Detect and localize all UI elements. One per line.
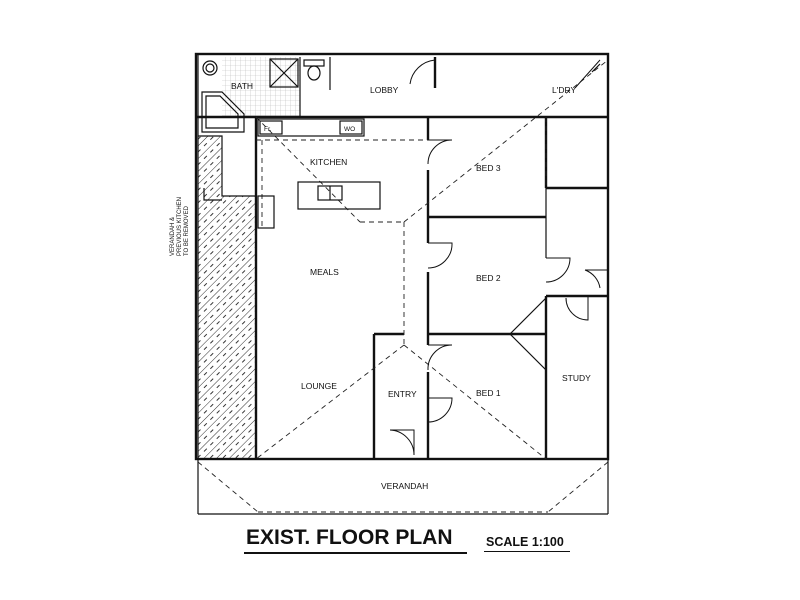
basin	[202, 60, 218, 76]
room-labels: BATH LOBBY L'DRY Fr. WO KITCHEN BED 3 ME…	[231, 81, 591, 491]
removal-hatch-area	[198, 135, 256, 460]
interior-walls	[196, 57, 609, 515]
plan-title: EXIST. FLOOR PLAN	[246, 526, 453, 549]
label-lobby: LOBBY	[370, 85, 399, 95]
doors	[389, 59, 608, 456]
dashed-roof-lines	[197, 59, 609, 513]
label-bed1: BED 1	[476, 388, 501, 398]
label-entry: ENTRY	[388, 389, 417, 399]
outer-walls	[194, 52, 610, 461]
toilet	[303, 59, 325, 67]
kitchen-island	[297, 181, 381, 210]
label-verandah: VERANDAH	[381, 481, 428, 491]
removal-note-line-2: PREVIOUS KITCHEN	[177, 197, 183, 256]
label-study: STUDY	[562, 373, 591, 383]
removal-note-line-3: TO BE REMOVED	[184, 205, 190, 256]
label-kitchen: KITCHEN	[310, 157, 347, 167]
fireplace	[257, 195, 275, 229]
plan-title-underline	[244, 552, 467, 554]
label-laundry: L'DRY	[552, 85, 576, 95]
removal-note-line-1: VERANDAH &	[170, 217, 176, 256]
label-bed2: BED 2	[476, 273, 501, 283]
bathroom-fixtures	[201, 58, 601, 133]
wall-oven-box	[339, 120, 363, 135]
label-wall-oven: WO	[344, 126, 355, 133]
plan-scale-underline	[484, 551, 570, 552]
corner-bath	[201, 91, 245, 133]
label-bath: BATH	[231, 81, 253, 91]
removal-note: VERANDAH & PREVIOUS KITCHEN TO BE REMOVE…	[170, 197, 190, 256]
kitchen-fixtures	[203, 118, 381, 229]
shower	[269, 58, 299, 88]
kitchen-bench	[257, 118, 365, 137]
fridge-box	[259, 120, 283, 135]
label-bed3: BED 3	[476, 163, 501, 173]
label-fridge: Fr.	[264, 126, 272, 133]
plan-scale: SCALE 1:100	[486, 535, 564, 549]
label-lounge: LOUNGE	[301, 381, 337, 391]
label-meals: MEALS	[310, 267, 339, 277]
